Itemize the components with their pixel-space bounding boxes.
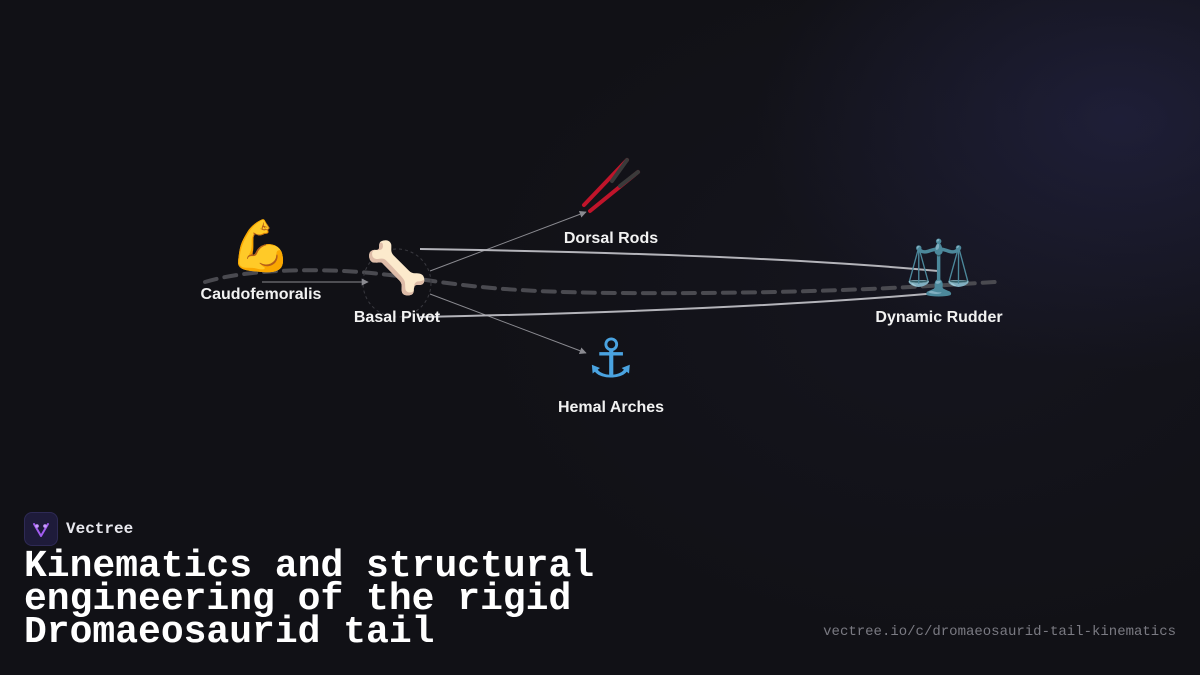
- bone-icon: 🦴: [366, 238, 428, 297]
- brand[interactable]: Vectree: [24, 512, 133, 546]
- node-label-caudofemoralis: Caudofemoralis: [201, 286, 322, 303]
- node-basal-pivot[interactable]: 🦴 Basal Pivot: [354, 238, 441, 326]
- edge-basal-pivot-to-dorsal-rods: [429, 210, 587, 272]
- edge-dynamic-rudder-to-basal-pivot: [419, 292, 939, 318]
- node-dorsal-rods[interactable]: Dorsal Rods: [564, 158, 658, 247]
- chopsticks-icon: [582, 158, 640, 213]
- node-label-dorsal-rods: Dorsal Rods: [564, 230, 658, 247]
- edge-basal-pivot-to-dynamic-rudder: [419, 248, 939, 272]
- flexed-biceps-icon: 💪: [230, 217, 292, 275]
- node-hemal-arches[interactable]: ⚓ Hemal Arches: [558, 327, 664, 416]
- page-title: Kinematics and structural engineering of…: [24, 545, 595, 654]
- edge-basal-pivot-to-hemal-arches: [429, 293, 587, 355]
- tail-spine-dashed-path: [203, 268, 997, 296]
- node-dynamic-rudder[interactable]: ⚖️ Dynamic Rudder: [875, 236, 1002, 326]
- node-label-basal-pivot: Basal Pivot: [354, 309, 441, 326]
- node-label-dynamic-rudder: Dynamic Rudder: [875, 309, 1002, 326]
- anchor-icon: ⚓: [587, 327, 635, 390]
- node-caudofemoralis[interactable]: 💪 Caudofemoralis: [201, 217, 322, 303]
- page-url[interactable]: vectree.io/c/dromaeosaurid-tail-kinemati…: [823, 624, 1176, 640]
- balance-scale-icon: ⚖️: [905, 236, 972, 299]
- node-label-hemal-arches: Hemal Arches: [558, 399, 664, 416]
- vectree-logo-icon: [24, 512, 58, 546]
- pivot-ring: [362, 248, 432, 318]
- brand-name: Vectree: [66, 520, 134, 538]
